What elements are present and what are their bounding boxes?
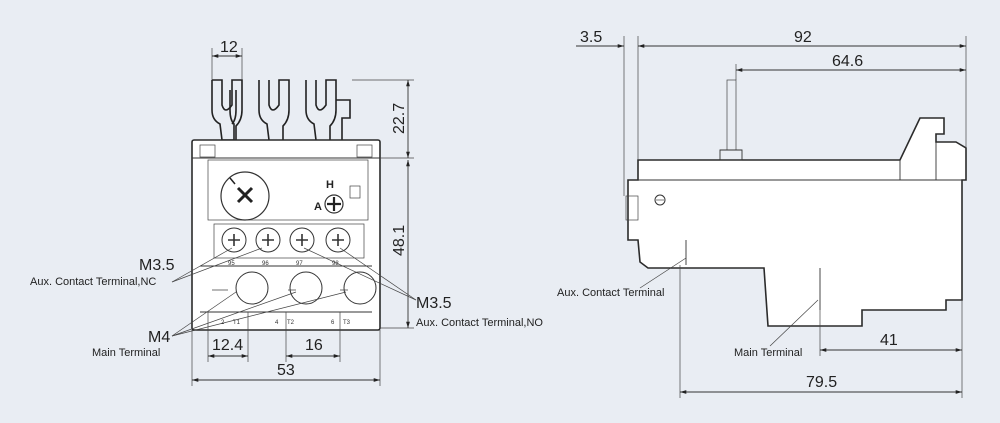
m35-no-text: M3.5 (416, 295, 452, 312)
dim-41: 41 (819, 300, 963, 398)
side-body (627, 117, 967, 327)
dial-letter-h: H (326, 179, 334, 191)
main-terminal-holes: 2 T1 4 T2 6 T3 (200, 265, 377, 326)
main-terminal-label-front: Main Terminal (92, 347, 160, 359)
aux-terminal-label-side: Aux. Contact Terminal (557, 287, 664, 299)
aux-number-97: 97 (296, 261, 303, 267)
main-terminal-label-side: Main Terminal (734, 347, 802, 359)
side-view: 3.5 92 64.6 41 79.5 Aux. Co (557, 29, 967, 398)
side-callouts: Aux. Contact Terminal Main Terminal (557, 257, 819, 359)
dim-64-6-text: 64.6 (832, 53, 863, 70)
reset-switch: H A (314, 179, 361, 214)
adjustment-dial (220, 171, 270, 221)
dim-terminal-height: 22.7 (352, 79, 414, 159)
m35-nc-text: M3.5 (139, 257, 175, 274)
m4-text: M4 (148, 329, 170, 346)
main-code-4: 4 (275, 320, 279, 326)
dim-12-4-text: 12.4 (212, 337, 243, 354)
main-code-t2: T2 (287, 320, 295, 326)
main-code-t3: T3 (343, 320, 351, 326)
dim-79-5-text: 79.5 (806, 374, 837, 391)
aux-number-96: 96 (262, 261, 269, 267)
dim-16-text: 16 (305, 337, 323, 354)
aux-no-label: Aux. Contact Terminal,NO (416, 317, 543, 329)
aux-number-95: 95 (228, 261, 235, 267)
front-callouts: M3.5 Aux. Contact Terminal,NC M4 Main Te… (30, 247, 543, 359)
main-code-6: 6 (331, 320, 335, 326)
dim-92: 92 (638, 29, 967, 148)
dim-12-text: 12 (220, 39, 238, 56)
dial-letter-a: A (314, 201, 322, 213)
dim-64-6: 64.6 (735, 53, 966, 80)
aux-number-98: 98 (332, 261, 339, 267)
dim-48-1-text: 48.1 (391, 225, 408, 256)
dim-79-5: 79.5 (679, 265, 962, 398)
dim-bottom: 12.4 16 53 (191, 312, 381, 386)
main-code-t1: T1 (233, 320, 241, 326)
dim-body-height: 48.1 (380, 160, 414, 329)
dim-3-5-text: 3.5 (580, 29, 602, 46)
aux-screws: 95 96 97 98 (213, 223, 365, 267)
dim-3-5: 3.5 (576, 29, 639, 196)
dim-top-width: 12 (211, 39, 243, 80)
dim-41-text: 41 (880, 332, 898, 349)
aux-nc-label: Aux. Contact Terminal,NC (30, 276, 156, 288)
dim-53-text: 53 (277, 362, 295, 379)
dim-92-text: 92 (794, 29, 812, 46)
front-view: H A 95 96 97 98 2 T1 4 (30, 39, 543, 386)
dim-22-7-text: 22.7 (391, 103, 408, 134)
main-terminal-forks (211, 79, 351, 143)
